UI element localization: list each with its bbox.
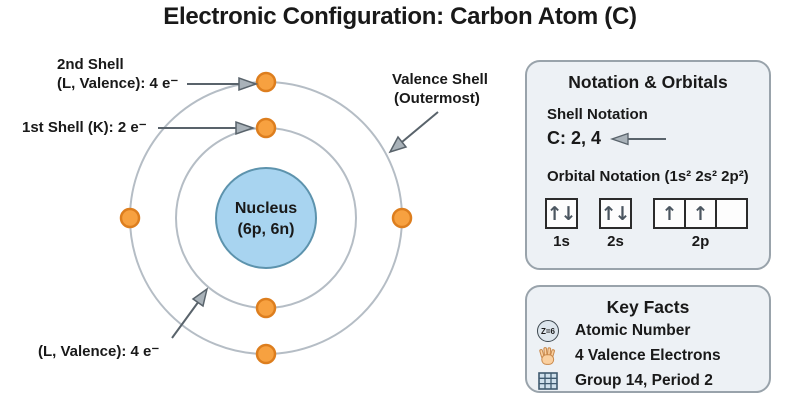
valence-bottom-arrow [171,287,209,339]
key-facts-title: Key Facts [606,297,690,317]
hand-icon [535,346,561,366]
orbital-label: 2p [691,233,710,250]
second-shell-label-line2: (L, Valence): 4 e⁻ [57,75,178,92]
orbital-box: ↑↓ [599,198,632,229]
valence-shell-arrow [388,111,439,154]
electron [255,343,277,365]
electron [255,71,277,93]
orbital-group-2p: ↑↑ 2p [653,198,748,250]
second-shell-arrow [187,76,259,92]
key-fact-label: 4 Valence Electrons [575,347,721,364]
nucleus-label-line1: Nucleus [235,200,297,217]
electron [255,117,277,139]
orbital-boxes-row: ↑↓ 1s ↑↓ 2s ↑↑ 2p [545,198,769,250]
shell-notation-heading: Shell Notation [547,106,648,123]
orbital-box: ↑ [684,198,717,229]
electron [255,297,277,319]
orbital-group-1s: ↑↓ 1s [545,198,578,250]
key-facts-panel: Key Facts Z=6 Atomic Number 4 [525,285,771,393]
orbital-group-2s: ↑↓ 2s [599,198,632,250]
atomic-number-icon: Z=6 [535,320,561,342]
page-title: Electronic Configuration: Carbon Atom (C… [163,3,637,30]
second-shell-label-line1: 2nd Shell [57,56,124,73]
notation-orbitals-panel: Notation & Orbitals Shell Notation C: 2,… [525,60,771,270]
orbital-label: 1s [553,233,570,250]
orbital-box: ↑↓ [545,198,578,229]
electrons-group [119,71,413,365]
electron [391,207,413,229]
electron [119,207,141,229]
key-fact-label: Atomic Number [575,322,691,339]
key-fact-group-period: Group 14, Period 2 [535,369,713,393]
bohr-model-diagram: Nucleus (6p, 6n) 2nd Shell (L, Valence):… [22,56,488,365]
shell-notation-value: C: 2, 4 [547,128,602,148]
notation-panel-title: Notation & Orbitals [568,72,728,92]
key-fact-label: Group 14, Period 2 [575,372,713,389]
left-arrow-icon [610,132,667,145]
nucleus-label-line2: (6p, 6n) [238,221,295,238]
first-shell-arrow [158,120,256,136]
key-fact-atomic-number: Z=6 Atomic Number [535,319,690,343]
valence-shell-label-line1: Valence Shell [392,71,488,88]
periodic-table-icon [535,372,561,390]
orbital-label: 2s [607,233,624,250]
orbital-box [715,198,748,229]
nucleus [215,167,317,269]
shell-notation-row: C: 2, 4 [547,128,668,149]
valence-bottom-label: (L, Valence): 4 e⁻ [38,343,159,360]
key-fact-valence-electrons: 4 Valence Electrons [535,344,721,368]
first-shell-label: 1st Shell (K): 2 e⁻ [22,119,147,136]
valence-shell-label-line2: (Outermost) [394,90,480,107]
orbital-box: ↑ [653,198,686,229]
orbital-notation-heading: Orbital Notation (1s² 2s² 2p²) [547,168,749,185]
